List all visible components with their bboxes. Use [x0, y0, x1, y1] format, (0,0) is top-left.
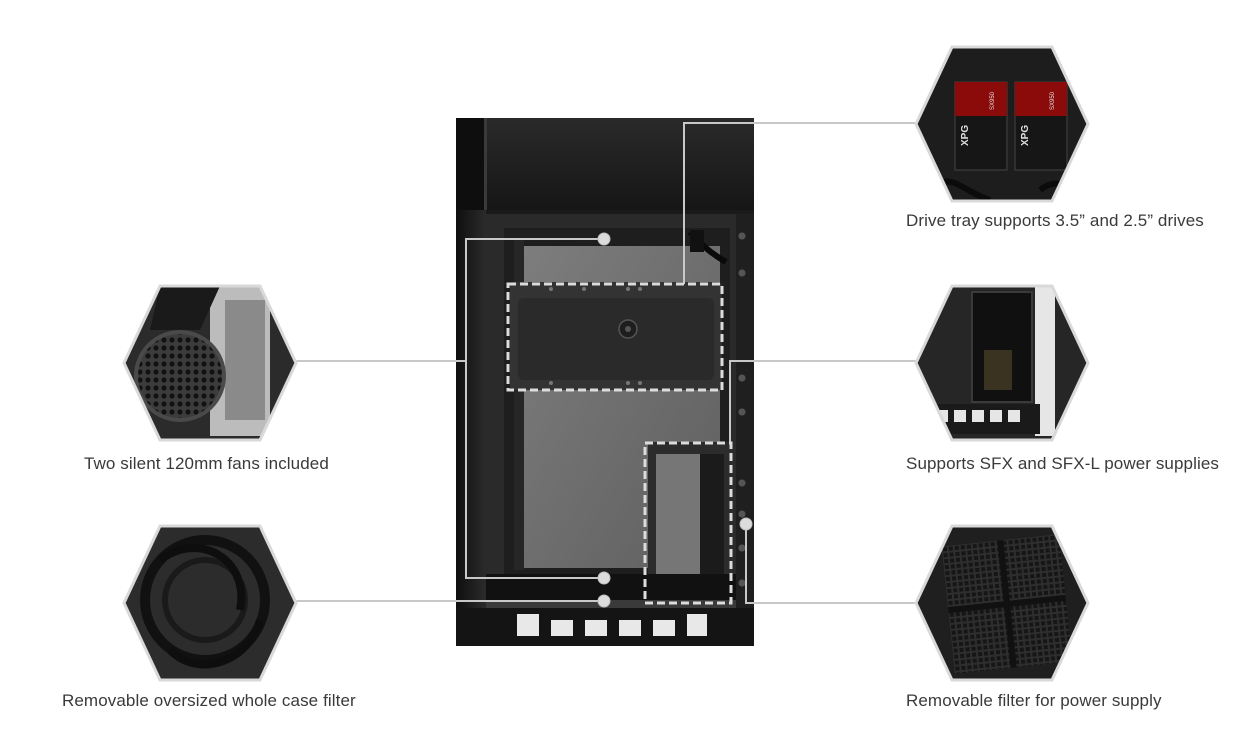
callout-lines: [296, 122, 916, 604]
drive-tray-caption: Drive tray supports 3.5” and 2.5” drives: [906, 211, 1204, 230]
case-top-panel: [456, 118, 754, 214]
pc-case: [456, 118, 754, 646]
ssd-brand-label-2: XPG: [1020, 125, 1031, 146]
fans-caption: Two silent 120mm fans included: [84, 454, 329, 473]
highlight-boxes: [506, 282, 733, 605]
case-filter-closeup-icon: [122, 524, 298, 682]
case-filter-caption: Removable oversized whole case filter: [62, 691, 356, 710]
psu-highlight: [643, 441, 733, 605]
psu-caption: Supports SFX and SFX-L power supplies: [906, 454, 1220, 473]
psu-filter-dot: [739, 517, 753, 531]
fan-closeup-icon: [122, 284, 298, 442]
psu-closeup-icon: [914, 284, 1090, 442]
callout-dots: [597, 232, 753, 608]
ssd-model-label-1: SX950: [990, 91, 996, 110]
fan-bottom-dot: [597, 571, 611, 585]
drive-tray-closeup-icon: XPG XPG SX950 SX950: [914, 45, 1090, 203]
ssd-model-label-2: SX950: [1050, 91, 1056, 110]
ssd-brand-label-1: XPG: [960, 125, 971, 146]
case-side-panel: [456, 210, 486, 646]
fan-top-dot: [597, 232, 611, 246]
psu-filter-closeup-icon: [914, 524, 1090, 682]
psu-filter-caption: Removable filter for power supply: [906, 691, 1162, 710]
case-filter-dot: [597, 594, 611, 608]
drive-tray-highlight: [506, 282, 724, 392]
